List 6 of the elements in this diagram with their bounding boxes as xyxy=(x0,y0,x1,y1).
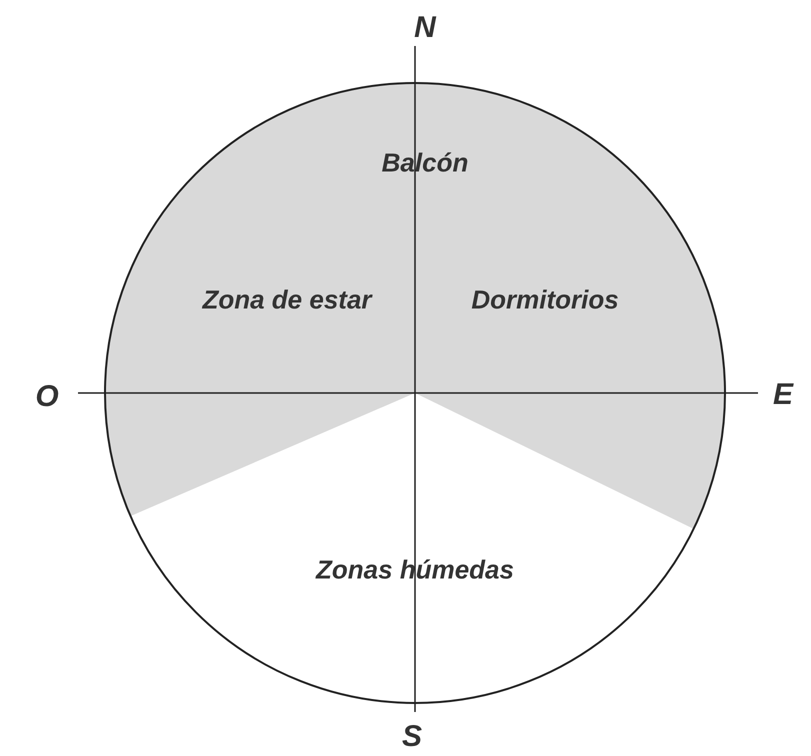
zone-label: Zona de estar xyxy=(202,284,372,316)
zone-label: Dormitorios xyxy=(471,284,619,316)
compass-label: S xyxy=(402,720,422,754)
compass-label: E xyxy=(773,378,793,412)
compass-label: N xyxy=(414,11,436,45)
compass-label: O xyxy=(35,380,59,414)
